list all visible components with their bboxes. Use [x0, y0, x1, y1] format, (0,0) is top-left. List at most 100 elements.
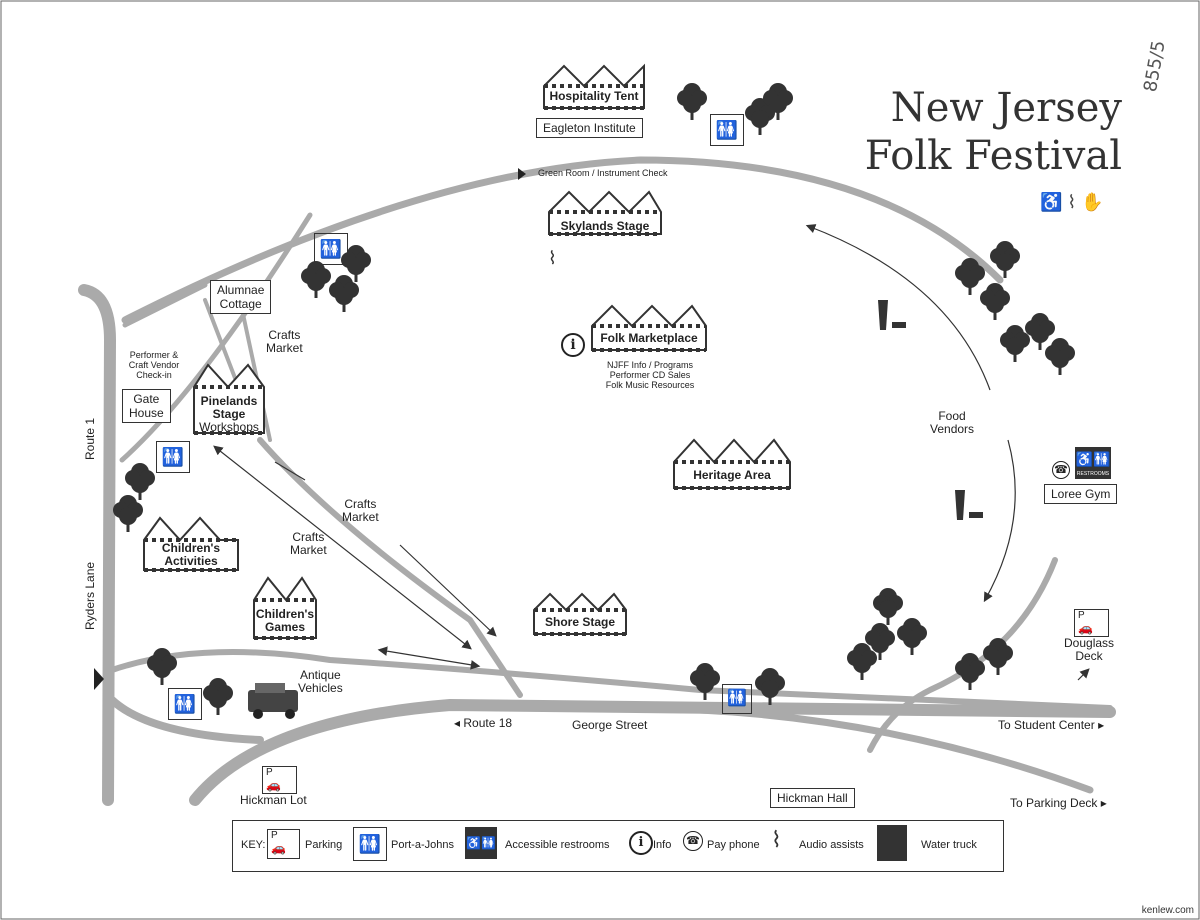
crafts-north-2: Market: [266, 341, 303, 355]
childrens-games-tent[interactable]: Children's Games: [250, 572, 320, 642]
food-vendors-label: Food Vendors: [930, 410, 974, 436]
marketplace-subtext: NJFF Info / Programs Performer CD Sales …: [595, 360, 705, 390]
port-a-john-icon: 🚻: [314, 233, 348, 265]
shore-stage-label: Shore Stage: [544, 615, 616, 629]
parking-icon: P🚗: [262, 766, 297, 794]
crafts-market-center-label: Crafts Market: [342, 498, 379, 524]
route-18-label: ◂ Route 18: [454, 716, 513, 730]
childrens-activities-label-1: Children's: [161, 541, 221, 555]
antique-2: Vehicles: [298, 681, 343, 695]
hickman-hall-label[interactable]: Hickman Hall: [770, 788, 855, 808]
alumnae-line-2: Cottage: [219, 297, 262, 311]
marketplace-sub-2: Performer CD Sales: [609, 370, 691, 380]
title-line-2: Folk Festival: [864, 133, 1122, 179]
pinelands-label-2: Stage: [212, 407, 246, 421]
shore-stage-tent[interactable]: Shore Stage: [530, 588, 630, 638]
green-room-label: Green Room / Instrument Check: [538, 168, 668, 178]
gate-line-1: Gate: [133, 392, 160, 406]
hospitality-tent[interactable]: Hospitality Tent: [540, 58, 648, 116]
roads: [78, 156, 1116, 806]
food-2: Vendors: [930, 422, 975, 436]
to-student-center-text: To Student Center: [998, 718, 1095, 732]
accessible-restroom-icon: ♿🚻: [465, 827, 497, 859]
footer-credit: kenlew.com: [1141, 905, 1194, 916]
to-student-center-label[interactable]: To Student Center ▸: [998, 718, 1105, 732]
checkin-3: Check-in: [136, 370, 172, 380]
douglass-1: Douglass: [1064, 636, 1115, 650]
accessible-restroom-icon: ♿🚻RESTROOMS: [1075, 447, 1111, 479]
port-a-john-icon: 🚻: [353, 827, 387, 861]
tent-icon: [591, 304, 707, 352]
legend-port-a-johns: Port-a-Johns: [391, 839, 454, 851]
parking-icon: P🚗: [1074, 609, 1109, 637]
tent-icon: [143, 516, 239, 572]
folk-marketplace-tent[interactable]: Folk Marketplace: [588, 296, 710, 356]
alumnae-cottage-label[interactable]: Alumnae Cottage: [210, 280, 272, 314]
green-room-marker-icon: [518, 168, 526, 180]
info-icon: i: [629, 831, 653, 855]
antique-vehicles-label: Antique Vehicles: [298, 669, 343, 695]
tent-icon: [533, 592, 627, 636]
arrow-antique: [377, 646, 481, 670]
skylands-stage-tent[interactable]: Skylands Stage: [545, 182, 665, 240]
arrow-crafts-2: [399, 544, 497, 637]
food-1: Food: [938, 409, 966, 423]
info-icon[interactable]: i: [561, 333, 585, 357]
arrow-food-south: [983, 439, 1016, 603]
tent-icon: [673, 438, 791, 490]
to-parking-deck-text: To Parking Deck: [1010, 796, 1098, 810]
tent-icon: [253, 576, 317, 640]
pay-phone-icon: ☎: [683, 831, 703, 851]
legend-accessible-restrooms: Accessible restrooms: [505, 839, 610, 851]
port-a-john-icon: 🚻: [156, 441, 190, 473]
george-street-road: [189, 698, 1116, 806]
legend-key-label: KEY:: [241, 839, 266, 851]
checkin-1: Performer &: [129, 350, 179, 360]
arrow-douglass: [1077, 668, 1090, 681]
port-a-john-icon: 🚻: [722, 684, 752, 714]
performer-checkin-label: Performer & Craft Vendor Check-in: [122, 350, 186, 380]
marketplace-sub-3: Folk Music Resources: [605, 380, 695, 390]
to-parking-deck-label[interactable]: To Parking Deck ▸: [1010, 796, 1107, 810]
childrens-activities-tent[interactable]: Children's Activities: [140, 512, 242, 574]
walking-arrows: [213, 224, 1090, 681]
eagleton-institute-label[interactable]: Eagleton Institute: [536, 118, 643, 138]
crafts-center-1: Crafts: [344, 497, 377, 511]
route-1-label: Route 1: [83, 417, 97, 460]
checkin-2: Craft Vendor: [128, 360, 180, 370]
folk-marketplace-label: Folk Marketplace: [600, 331, 698, 345]
gate-house-label[interactable]: Gate House: [122, 389, 171, 423]
crafts-north-1: Crafts: [268, 328, 301, 342]
hospitality-tent-label: Hospitality Tent: [549, 89, 639, 103]
pinelands-stage-tent[interactable]: Pinelands Stage Workshops: [190, 355, 268, 437]
legend-parking: Parking: [305, 839, 343, 851]
alumnae-line-1: Alumnae: [217, 283, 265, 297]
heritage-area-tent[interactable]: Heritage Area: [670, 432, 794, 492]
gate-line-2: House: [129, 406, 164, 420]
pinelands-label-1: Pinelands: [200, 394, 258, 408]
entrance-marker-icon: [94, 668, 104, 690]
tent-icon: [193, 363, 265, 435]
loree-gym-label[interactable]: Loree Gym: [1044, 484, 1118, 504]
accessibility-icons: ♿ ⌇ ✋: [1040, 192, 1104, 212]
crafts-market-line: [274, 461, 306, 481]
water-truck-icon: [877, 825, 907, 861]
title-line-1: New Jersey: [890, 85, 1122, 131]
hickman-lot-label: Hickman Lot: [240, 793, 307, 807]
crafts-market-west-label: Crafts Market: [290, 531, 327, 557]
restrooms-sign: RESTROOMS: [1076, 471, 1110, 477]
legend-pay-phone: Pay phone: [707, 839, 760, 851]
crafts-west-1: Crafts: [292, 530, 325, 544]
road-east-curve: [867, 557, 1058, 753]
audio-assist-icon: ⌇: [548, 248, 557, 268]
douglass-2: Deck: [1075, 649, 1103, 663]
pay-phone-icon: ☎: [1052, 461, 1070, 479]
port-a-john-icon: 🚻: [710, 114, 744, 146]
arrow-food-north: [805, 224, 991, 391]
childrens-activities-label-2: Activities: [164, 554, 218, 568]
heritage-area-label: Heritage Area: [693, 468, 771, 482]
skylands-stage-label: Skylands Stage: [560, 219, 650, 233]
